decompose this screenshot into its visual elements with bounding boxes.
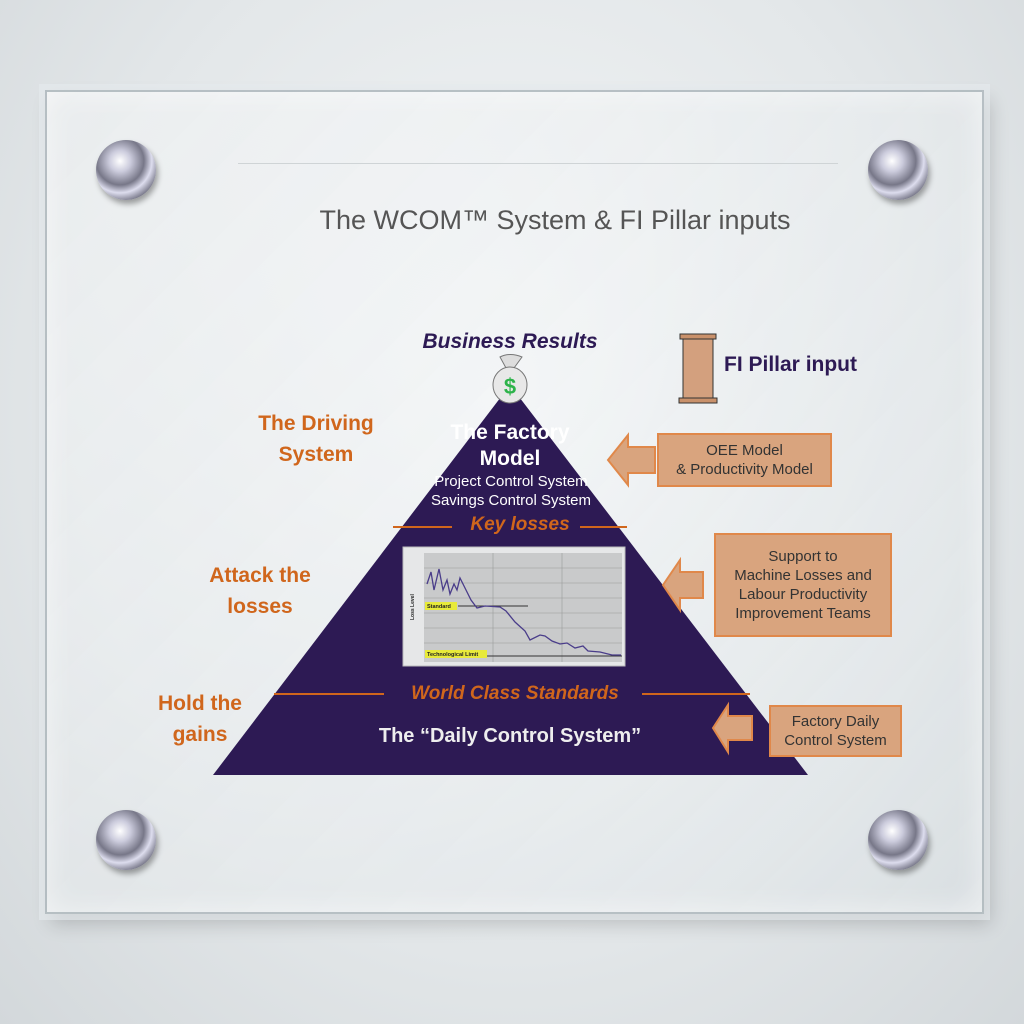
daily-control-label: The “Daily Control System” [378,725,642,747]
screw-icon [868,140,928,200]
y-axis-label: Loss Level [410,594,416,620]
loss-series [426,568,621,656]
divider [238,163,838,164]
pillar-icon [678,333,718,404]
input-box-oee: OEE Model& Productivity Model [657,433,832,487]
screw-icon [96,810,156,870]
left-label-attack: Attack the losses [209,564,311,618]
legend-label: FI Pillar input [724,353,858,376]
tech-limit-label: Technological Limit [427,652,478,658]
arrow-left-icon [711,701,753,756]
svg-text:$: $ [504,374,516,399]
standard-label: Standard [427,604,451,610]
loss-chart: Standard Technological Limit Loss Level [402,546,626,667]
screw-icon [868,810,928,870]
apex-label: Business Results [422,330,598,353]
page-title: The WCOM™ System & FI Pillar inputs [319,205,791,235]
money-bag-icon: $ [492,354,528,404]
arrow-left-icon [661,556,704,614]
left-label-hold: Hold the gains [158,692,242,746]
screw-icon [96,140,156,200]
world-class-label: World Class Standards [411,683,619,704]
key-losses-label: Key losses [470,514,570,535]
left-label-driving: The Driving System [258,412,374,466]
arrow-left-icon [606,432,656,488]
